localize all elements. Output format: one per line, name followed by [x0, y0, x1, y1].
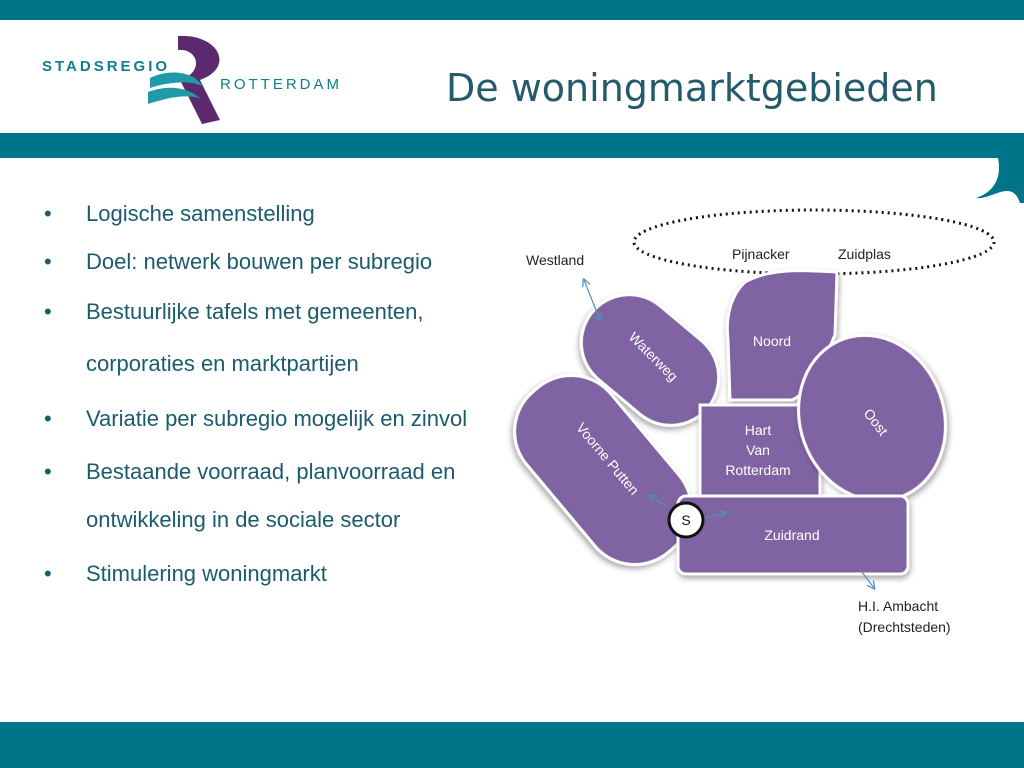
- region-diagram: S Noord Waterweg Oost Voorne Putten Hart…: [513, 208, 996, 635]
- stadsregio-rotterdam-logo: STADSREGIO ROTTERDAM: [30, 28, 350, 128]
- s-badge-label: S: [681, 512, 690, 528]
- arrow-s-left: [650, 496, 667, 507]
- label-hart-line2: Van: [746, 442, 770, 458]
- bullet-dot-icon: •: [44, 561, 52, 586]
- bullet-text: Logische samenstelling: [86, 201, 315, 226]
- s-badge: [667, 501, 705, 539]
- logo-emblem-icon: [148, 35, 220, 125]
- bullet-item: • Bestuurlijke tafels met gemeenten, corpo…: [44, 286, 514, 390]
- label-hart-line1: Hart: [745, 422, 772, 438]
- label-zuidrand: Zuidrand: [764, 527, 819, 543]
- bullet-text-line2: corporaties en marktpartijen: [86, 351, 359, 376]
- bullet-text: Stimulering woningmarkt: [86, 561, 327, 586]
- bullet-item: • Variatie per subregio mogelijk en zinvo…: [44, 390, 514, 448]
- arrow-westland: [584, 280, 600, 320]
- arrow-hi-ambacht: [861, 571, 874, 588]
- bullet-text: Variatie per subregio mogelijk en zinvol: [86, 406, 468, 431]
- bullet-item: • Stimulering woningmarkt: [44, 544, 514, 604]
- bullet-item: • Logische samenstelling: [44, 190, 514, 238]
- header-band: [0, 133, 1024, 158]
- top-band: [0, 0, 1024, 20]
- bullet-dot-icon: •: [44, 201, 52, 226]
- slide-title: De woningmarktgebieden: [446, 66, 938, 110]
- bullet-item: • Bestaande voorraad, planvoorraad en ontw…: [44, 448, 514, 544]
- bullet-dot-icon: •: [44, 406, 52, 431]
- dotted-ellipse: [632, 208, 996, 276]
- corner-swoosh-icon: [976, 158, 1024, 203]
- arrow-s-right: [703, 513, 725, 518]
- bullet-dot-icon: •: [44, 249, 52, 274]
- label-hi-ambacht-line2: (Drechtsteden): [858, 619, 951, 635]
- label-pijnacker: Pijnacker: [732, 246, 790, 262]
- bullet-dot-icon: •: [44, 459, 52, 484]
- bullet-item: • Doel: netwerk bouwen per subregio: [44, 238, 514, 286]
- bullet-text-line1: Bestaande voorraad, planvoorraad en: [86, 459, 456, 484]
- region-voorne-putten: [513, 373, 693, 567]
- label-zuidplas: Zuidplas: [838, 246, 891, 262]
- logo-word-rotterdam: ROTTERDAM: [220, 76, 342, 93]
- bullet-text: Doel: netwerk bouwen per subregio: [86, 249, 433, 274]
- logo-word-stadsregio: STADSREGIO: [42, 58, 171, 75]
- bullet-list: • Logische samenstelling • Doel: netwerk b…: [44, 190, 514, 604]
- label-hart-line3: Rotterdam: [725, 462, 790, 478]
- bullet-text-line2: ontwikkeling in de sociale sector: [86, 507, 401, 532]
- footer-band: [0, 722, 1024, 768]
- bullet-text-line1: Bestuurlijke tafels met gemeenten,: [86, 299, 424, 324]
- label-noord: Noord: [753, 333, 791, 349]
- label-hi-ambacht-line1: H.I. Ambacht: [858, 598, 938, 614]
- bullet-dot-icon: •: [44, 299, 52, 324]
- label-westland: Westland: [526, 252, 584, 268]
